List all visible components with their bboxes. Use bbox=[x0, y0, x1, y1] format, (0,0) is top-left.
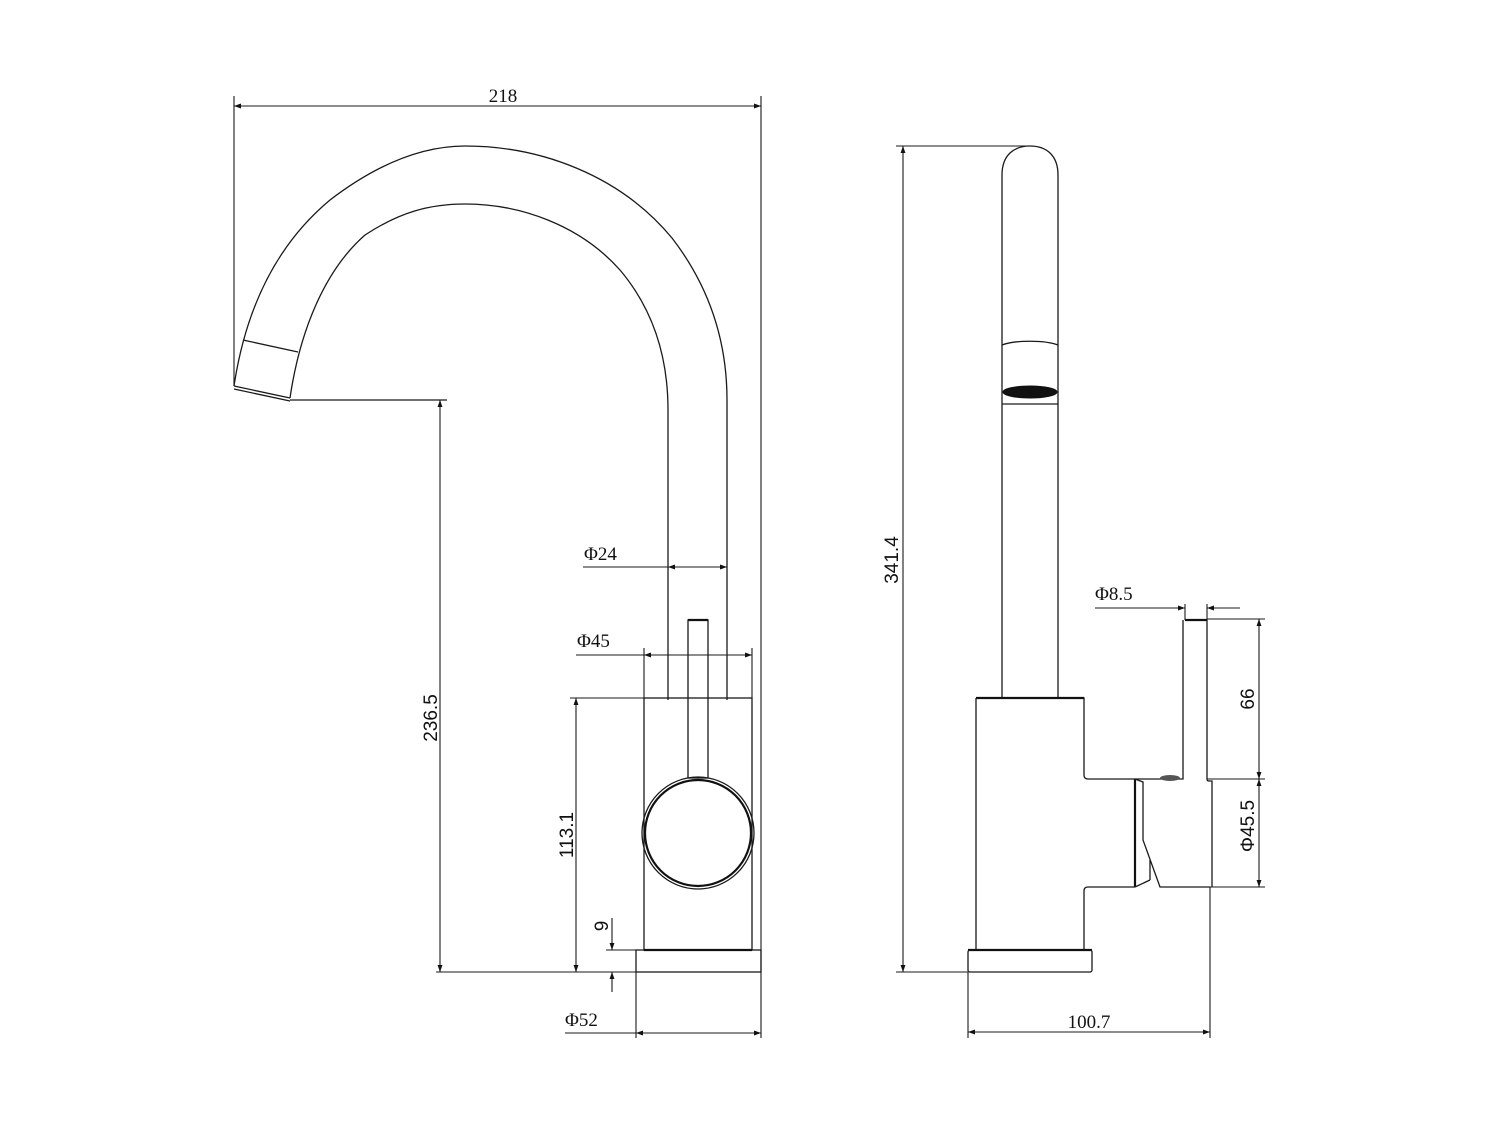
spout-aerator bbox=[242, 339, 299, 353]
spout-inner-curve bbox=[289, 203, 669, 700]
dim-spout-height: 236.5 bbox=[421, 400, 636, 973]
dim-overall-depth: 100.7 bbox=[967, 887, 1211, 1038]
svg-text:66: 66 bbox=[1238, 688, 1259, 709]
dim-spout-diameter: Φ24 bbox=[583, 544, 727, 570]
base bbox=[635, 949, 762, 973]
svg-text:Φ45.5: Φ45.5 bbox=[1238, 800, 1259, 852]
svg-text:113.1: 113.1 bbox=[557, 812, 578, 858]
handle-knob bbox=[643, 778, 753, 888]
side-handle-lever bbox=[1206, 620, 1213, 887]
svg-text:Φ24: Φ24 bbox=[584, 544, 617, 565]
dim-body-height: 113.1 bbox=[557, 697, 644, 972]
handle-lever bbox=[687, 619, 709, 779]
side-body bbox=[976, 620, 1184, 780]
svg-text:Φ8.5: Φ8.5 bbox=[1095, 584, 1133, 605]
dim-handle-hub-diameter: Φ45.5 bbox=[1210, 779, 1265, 888]
body bbox=[643, 697, 753, 951]
front-view: 218 236.5 Φ24 Φ45 113.1 bbox=[233, 86, 762, 1038]
dim-overall-width: 218 bbox=[233, 86, 762, 1038]
svg-text:Φ45: Φ45 bbox=[577, 631, 610, 652]
spout-outer-curve bbox=[233, 145, 728, 700]
dim-base-diameter: Φ52 bbox=[565, 972, 761, 1038]
dim-handle-diameter: Φ8.5 bbox=[1095, 584, 1240, 620]
side-view: 341.4 Φ8.5 66 Φ45.5 100.7 bbox=[882, 145, 1265, 1038]
dim-handle-length: 66 bbox=[1207, 618, 1265, 780]
svg-text:236.5: 236.5 bbox=[421, 694, 442, 742]
svg-text:Φ52: Φ52 bbox=[565, 1010, 598, 1031]
handle-knob-outer bbox=[641, 776, 755, 890]
dim-base-thickness: 9 bbox=[592, 918, 636, 992]
svg-text:218: 218 bbox=[489, 86, 518, 107]
svg-text:341.4: 341.4 bbox=[882, 536, 903, 584]
aerator-icon bbox=[1002, 385, 1058, 399]
side-base bbox=[967, 949, 1093, 973]
dim-overall-height: 341.4 bbox=[882, 145, 1030, 973]
dim-body-diameter: Φ45 bbox=[576, 631, 753, 698]
spout-column bbox=[1001, 145, 1059, 698]
set-screw-icon bbox=[1160, 775, 1180, 781]
svg-text:9: 9 bbox=[592, 921, 613, 932]
svg-text:100.7: 100.7 bbox=[1068, 1012, 1111, 1033]
